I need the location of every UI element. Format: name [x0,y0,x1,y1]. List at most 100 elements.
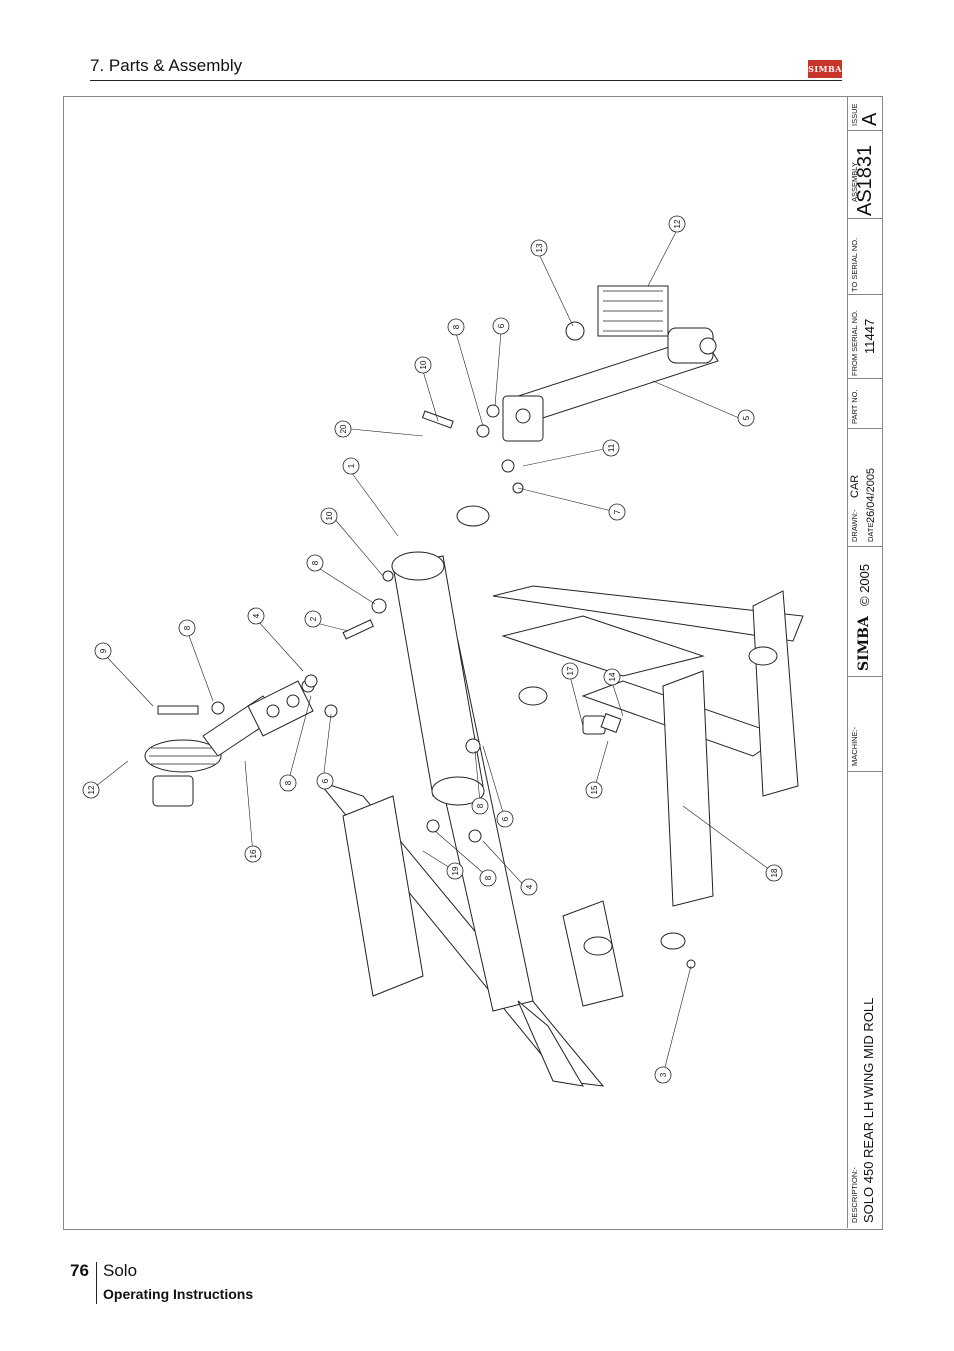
callout: 2 [304,610,322,628]
svg-text:1: 1 [347,463,356,468]
footer-divider [96,1262,97,1304]
frame-bushes [456,505,778,956]
tine-pack-upper [597,285,669,337]
title-block-logo: SIMBA [856,616,872,671]
svg-text:6: 6 [501,816,510,821]
callout: 12 [82,781,100,799]
svg-text:15: 15 [590,785,599,794]
callout: 20 [334,420,352,438]
description-value: SOLO 450 REAR LH WING MID ROLL [861,997,876,1223]
callout: 14 [603,668,621,686]
roller-tube [391,551,485,806]
callout: 19 [446,862,464,880]
hydraulic-cylinder [502,327,719,442]
machine-label: MACHINE:- [850,726,859,766]
callout: 11 [602,439,620,457]
svg-text:16: 16 [249,849,258,858]
svg-text:18: 18 [770,868,779,877]
svg-text:12: 12 [673,219,682,228]
header-rule [90,80,842,81]
callout: 1 [342,457,360,475]
assembly-cell: ASSEMBLY AS1831 [848,130,882,219]
issue-label: ISSUE [850,103,859,126]
svg-text:8: 8 [476,803,485,808]
callout: 8 [306,554,324,572]
svg-text:8: 8 [484,875,493,880]
from-serial-label: FROM SERIAL NO. [850,310,859,376]
svg-text:8: 8 [452,324,461,329]
callout: 3 [654,1066,672,1084]
svg-text:10: 10 [419,360,428,369]
to-serial-label: TO SERIAL NO. [850,237,859,292]
drawn-date-cell: DRAWN:- CAR DATE:- 26/04/2005 [848,428,882,547]
svg-text:12: 12 [87,785,96,794]
callout: 8 [471,797,489,815]
page-number: 76 [70,1261,89,1280]
svg-text:5: 5 [742,415,751,420]
callout: 6 [492,317,510,335]
simba-logo: SIMBA [808,60,842,78]
callout: 8 [279,774,297,792]
callout: 12 [668,215,686,233]
callouts: 12 13 8 6 10 5 20 11 1 7 10 8 2 4 8 9 17… [82,215,783,1084]
svg-text:9: 9 [99,648,108,653]
from-serial-value: 11447 [862,318,877,354]
callout: 9 [94,642,112,660]
callout: 10 [320,507,338,525]
machine-cell: MACHINE:- [848,676,882,772]
assembly-value: AS1831 [854,144,876,216]
callout: 8 [178,619,196,637]
footer-subtitle: Operating Instructions [103,1286,254,1302]
callout: 6 [496,810,514,828]
drawn-label: DRAWN:- [850,509,859,542]
svg-text:8: 8 [311,560,320,565]
svg-text:4: 4 [525,884,534,889]
callout: 15 [585,781,603,799]
svg-text:7: 7 [613,509,622,514]
description-label: DESCRIPTION:- [850,1167,859,1223]
drawing-frame [63,96,883,1230]
callout: 10 [414,356,432,374]
callout: 18 [765,864,783,882]
svg-text:6: 6 [321,778,330,783]
svg-text:2: 2 [309,616,318,621]
svg-text:8: 8 [284,780,293,785]
svg-text:4: 4 [252,613,261,618]
callout: 17 [561,662,579,680]
to-serial-cell: TO SERIAL NO. [848,218,882,295]
callout: 8 [479,869,497,887]
svg-text:6: 6 [497,323,506,328]
part-no-cell: PART NO. [848,378,882,429]
fasteners [157,321,696,969]
issue-value: A [859,112,881,126]
svg-text:11: 11 [607,443,616,452]
svg-text:10: 10 [325,511,334,520]
date-value: 26/04/2005 [865,467,877,523]
title-block: ISSUE A ASSEMBLY AS1831 TO SERIAL NO. FR… [847,96,882,1228]
callout: 5 [737,409,755,427]
assembly-drawing: 12 13 8 6 10 5 20 11 1 7 10 8 2 4 8 9 17… [82,215,804,1087]
svg-text:19: 19 [451,866,460,875]
svg-text:17: 17 [566,666,575,675]
main-frame [316,585,804,1087]
callout: 4 [247,607,265,625]
section-title: 7. Parts & Assembly [90,56,243,75]
svg-text:8: 8 [183,625,192,630]
svg-text:14: 14 [608,672,617,681]
callout: 6 [316,772,334,790]
callout: 13 [530,239,548,257]
svg-text:20: 20 [339,424,348,433]
issue-cell: ISSUE A [848,96,882,131]
svg-text:3: 3 [659,1072,668,1077]
copyright-cell: © 2005 SIMBA [848,546,882,677]
svg-text:13: 13 [535,243,544,252]
part-no-label: PART NO. [850,389,859,424]
copyright: © 2005 [857,563,872,606]
callout: 8 [447,318,465,336]
from-serial-cell: FROM SERIAL NO. 11447 [848,294,882,379]
callout: 16 [244,845,262,863]
callout: 4 [520,878,538,896]
callout: 7 [608,503,626,521]
product-name: Solo [103,1261,138,1280]
description-cell: DESCRIPTION:- SOLO 450 REAR LH WING MID … [848,771,882,1228]
